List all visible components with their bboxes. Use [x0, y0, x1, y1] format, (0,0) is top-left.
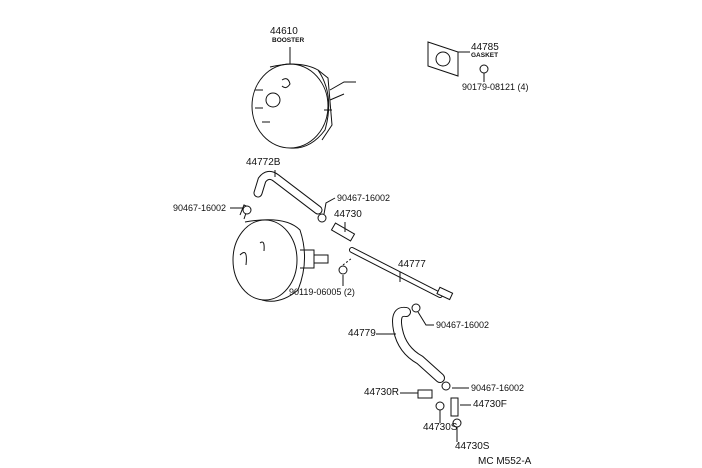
booster-side-illustration — [232, 204, 329, 302]
label-check-valve: 44730 — [334, 209, 362, 220]
label-clamp-left: 90467-16002 — [173, 203, 227, 213]
label-gasket-number: 44785 — [471, 42, 499, 53]
label-gasket-s2: 44730S — [455, 441, 490, 452]
label-clamp-lower: 90467-16002 — [471, 383, 525, 393]
diagram-code: MC M552-A — [478, 456, 532, 467]
hose-lower — [392, 306, 445, 383]
gasket-illustration — [427, 41, 489, 82]
label-clamp-mid: 90467-16002 — [436, 320, 490, 330]
hose-upper — [253, 170, 323, 215]
tube-44777 — [349, 247, 454, 301]
label-booster-number: 44610 — [270, 26, 298, 37]
label-washer: 90119-06005 (2) — [289, 287, 355, 297]
leader-lines — [230, 47, 471, 442]
label-union-r: 44730R — [364, 387, 400, 398]
label-booster-name: BOOSTER — [272, 37, 305, 44]
booster-illustration — [251, 63, 356, 149]
label-nut: 90179-08121 (4) — [462, 82, 529, 92]
small-parts — [242, 205, 462, 428]
label-hose-upper: 44772B — [246, 157, 281, 168]
label-hose-lower: 44779 — [348, 328, 376, 339]
label-clamp-upper: 90467-16002 — [337, 193, 391, 203]
label-gasket-s1: 44730S — [423, 422, 458, 433]
label-union-f: 44730F — [473, 399, 507, 410]
label-tube: 44777 — [398, 259, 426, 270]
label-gasket-name: GASKET — [471, 52, 499, 59]
